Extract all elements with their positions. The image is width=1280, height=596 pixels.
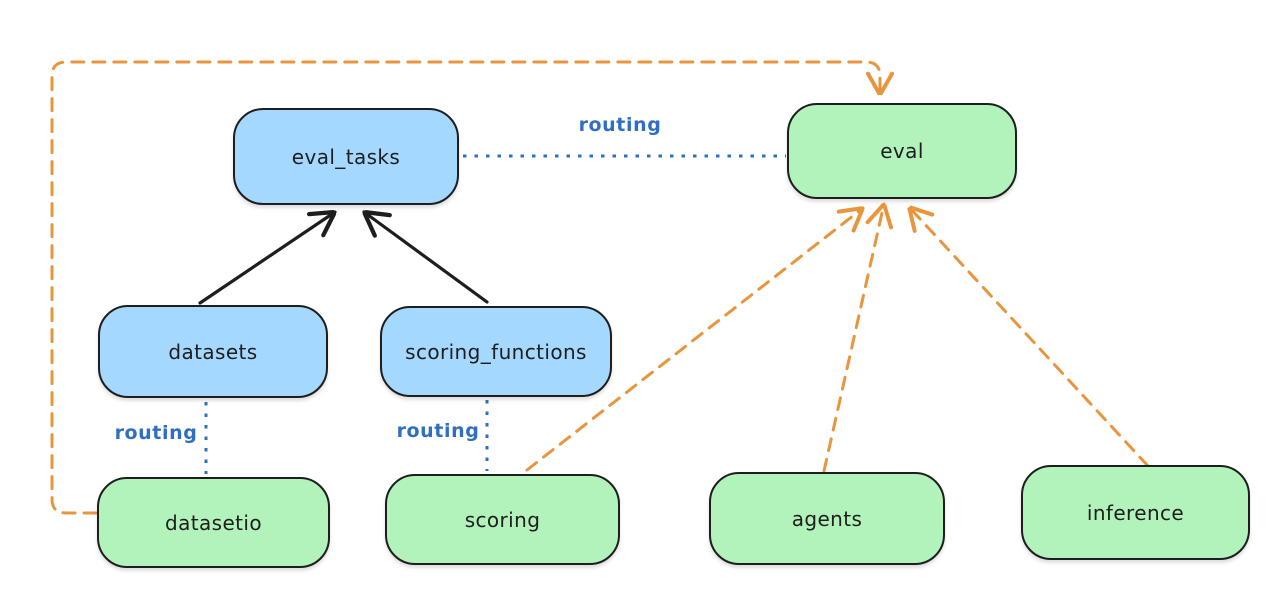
node-datasets: datasets: [98, 305, 328, 398]
routing-label-datasets-datasetio: routing: [114, 422, 198, 444]
node-scoring-label: scoring: [464, 507, 541, 532]
node-scoring-functions-label: scoring_functions: [405, 339, 587, 364]
node-agents-label: agents: [791, 506, 863, 531]
node-eval-label: eval: [880, 139, 924, 163]
edge-agents-to-eval-arrow: [822, 204, 884, 473]
node-eval-tasks: eval_tasks: [233, 108, 459, 205]
node-eval-tasks-label: eval_tasks: [291, 144, 401, 169]
node-inference: inference: [1021, 465, 1250, 560]
edge-inference-to-eval-arrow: [909, 207, 1150, 468]
edge-datasetio-to-eval-arrow: [50, 60, 880, 515]
node-inference-label: inference: [1086, 500, 1185, 525]
node-eval: eval: [787, 103, 1017, 199]
node-datasetio: datasetio: [97, 477, 330, 568]
routing-label-scoring-functions-scoring: routing: [396, 420, 480, 442]
node-scoring-functions: scoring_functions: [380, 306, 612, 397]
edge-scoring-functions-to-eval-tasks-arrow: [364, 212, 489, 304]
edge-scoring-to-eval-arrow: [525, 208, 863, 472]
node-datasetio-label: datasetio: [164, 510, 262, 535]
node-agents: agents: [709, 472, 945, 565]
edge-datasets-to-eval-tasks-arrow: [198, 212, 335, 305]
node-scoring: scoring: [385, 474, 620, 565]
node-datasets-label: datasets: [168, 339, 258, 364]
routing-label-eval-tasks-eval: routing: [578, 114, 662, 136]
